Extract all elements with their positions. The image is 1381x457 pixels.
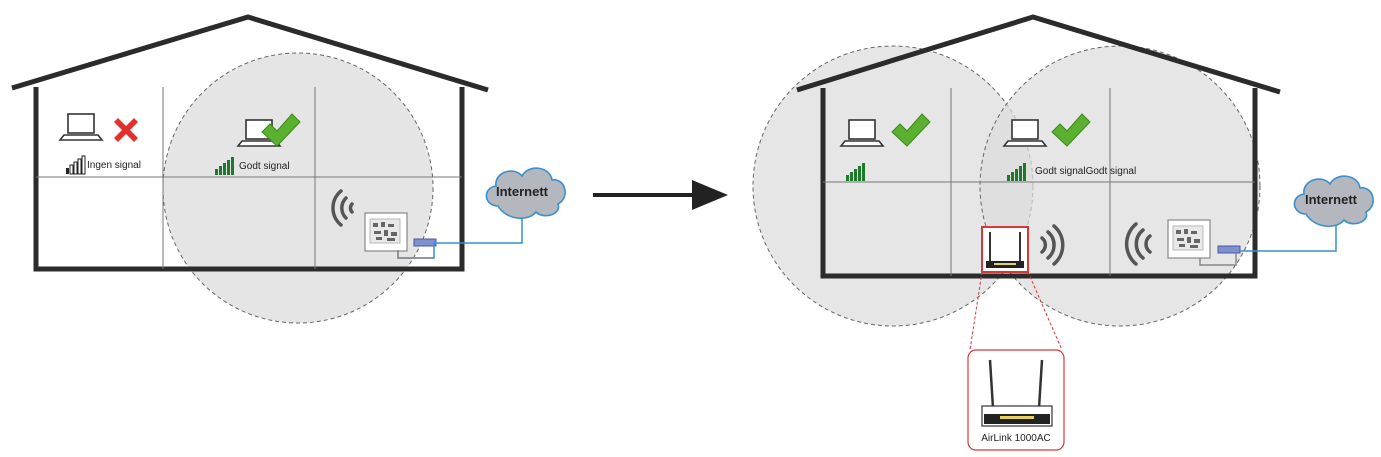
router-cable [1240,222,1337,252]
wifi-waves-icon [331,189,354,227]
house-roof [796,14,1281,95]
router-port [1217,245,1241,254]
good-signal-label: Godt signal [239,161,290,172]
signal-bars-icon [65,155,86,175]
house-after: Godt signalGodt signal Internett [752,14,1374,451]
router-port [413,238,437,247]
extender-icon [986,232,1024,268]
laptop-icon [59,113,103,141]
house-before: Ingen signal Godt signal Internett [11,14,566,324]
house-roof [11,14,489,93]
cloud-icon: Internett [485,167,566,220]
callout-line [969,271,983,351]
wifi-waves-icon [1124,222,1152,266]
room-dividers [823,88,1255,276]
good-signal-label: Godt signalGodt signal [1035,166,1136,177]
router-icon [364,212,408,252]
cloud-icon: Internett [1293,175,1374,228]
room-dividers [36,87,462,269]
extender-icon [981,359,1053,427]
callout-line [1027,271,1063,351]
cross-icon [114,118,138,142]
wifi-waves-icon [1040,224,1065,266]
house-walls [33,87,465,272]
router-coverage-zone [979,45,1261,327]
arrow-right-icon [593,180,728,210]
router-coverage-zone [162,52,434,324]
internet-label: Internett [496,184,549,199]
router-icon [1167,219,1211,259]
extender-model-label: AirLink 1000AC [981,433,1050,444]
internet-label: Internett [1305,192,1358,207]
no-signal-label: Ingen signal [87,160,141,171]
